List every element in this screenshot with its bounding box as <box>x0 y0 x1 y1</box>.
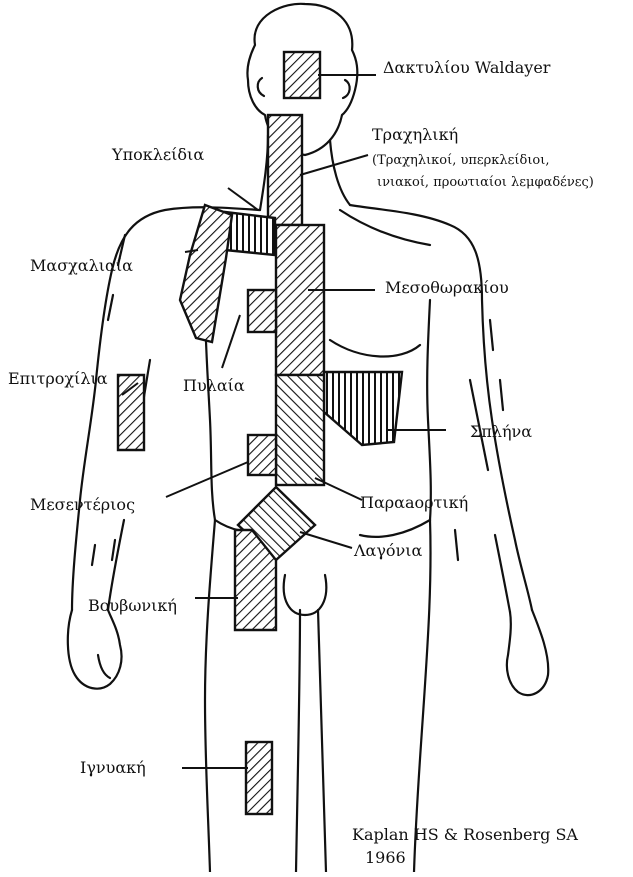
label-mediastinal: Μεσοθωρακίου <box>385 280 509 296</box>
label-mesenteric: Μεσεντέριος <box>30 497 135 513</box>
region-hilar <box>248 290 276 332</box>
region-epitrochlear <box>118 375 144 450</box>
citation-year: 1966 <box>365 850 406 866</box>
citation-authors: Kaplan HS & Rosenberg SA <box>352 827 578 843</box>
region-spleen <box>324 372 402 445</box>
label-axillary: Μασχαλιαία <box>30 258 133 274</box>
label-epitrochlear: Επιτροχίλια <box>8 371 108 387</box>
region-popliteal <box>246 742 272 814</box>
region-mesenteric <box>248 435 276 475</box>
label-hilar: Πυλαία <box>183 378 245 394</box>
region-mediastinal <box>276 225 324 375</box>
region-cervical <box>268 115 302 225</box>
label-waldeyer: Δακτυλίου Waldayer <box>383 60 550 76</box>
lymph-node-regions <box>118 52 402 814</box>
label-popliteal: Ιγνυακή <box>80 760 146 776</box>
region-paraaortic <box>276 375 324 485</box>
label-infraclavicular: Υποκλείδια <box>112 147 204 163</box>
label-paraaortic: Παραaορτική <box>360 495 468 511</box>
label-iliac: Λαγόνια <box>354 543 422 559</box>
region-axillary <box>180 205 232 342</box>
label-cervical: Τραχηλική <box>372 127 458 143</box>
label-spleen: Σπλήνα <box>470 424 532 440</box>
region-waldeyer <box>284 52 320 98</box>
label-cervical-detail-2: ινιακοί, προωτιαίοι λεμφαδένες) <box>377 176 594 189</box>
label-inguinal: Βουβωνική <box>88 598 177 614</box>
label-cervical-detail-1: (Τραχηλικοί, υπερκλείδιοι, <box>372 154 549 167</box>
